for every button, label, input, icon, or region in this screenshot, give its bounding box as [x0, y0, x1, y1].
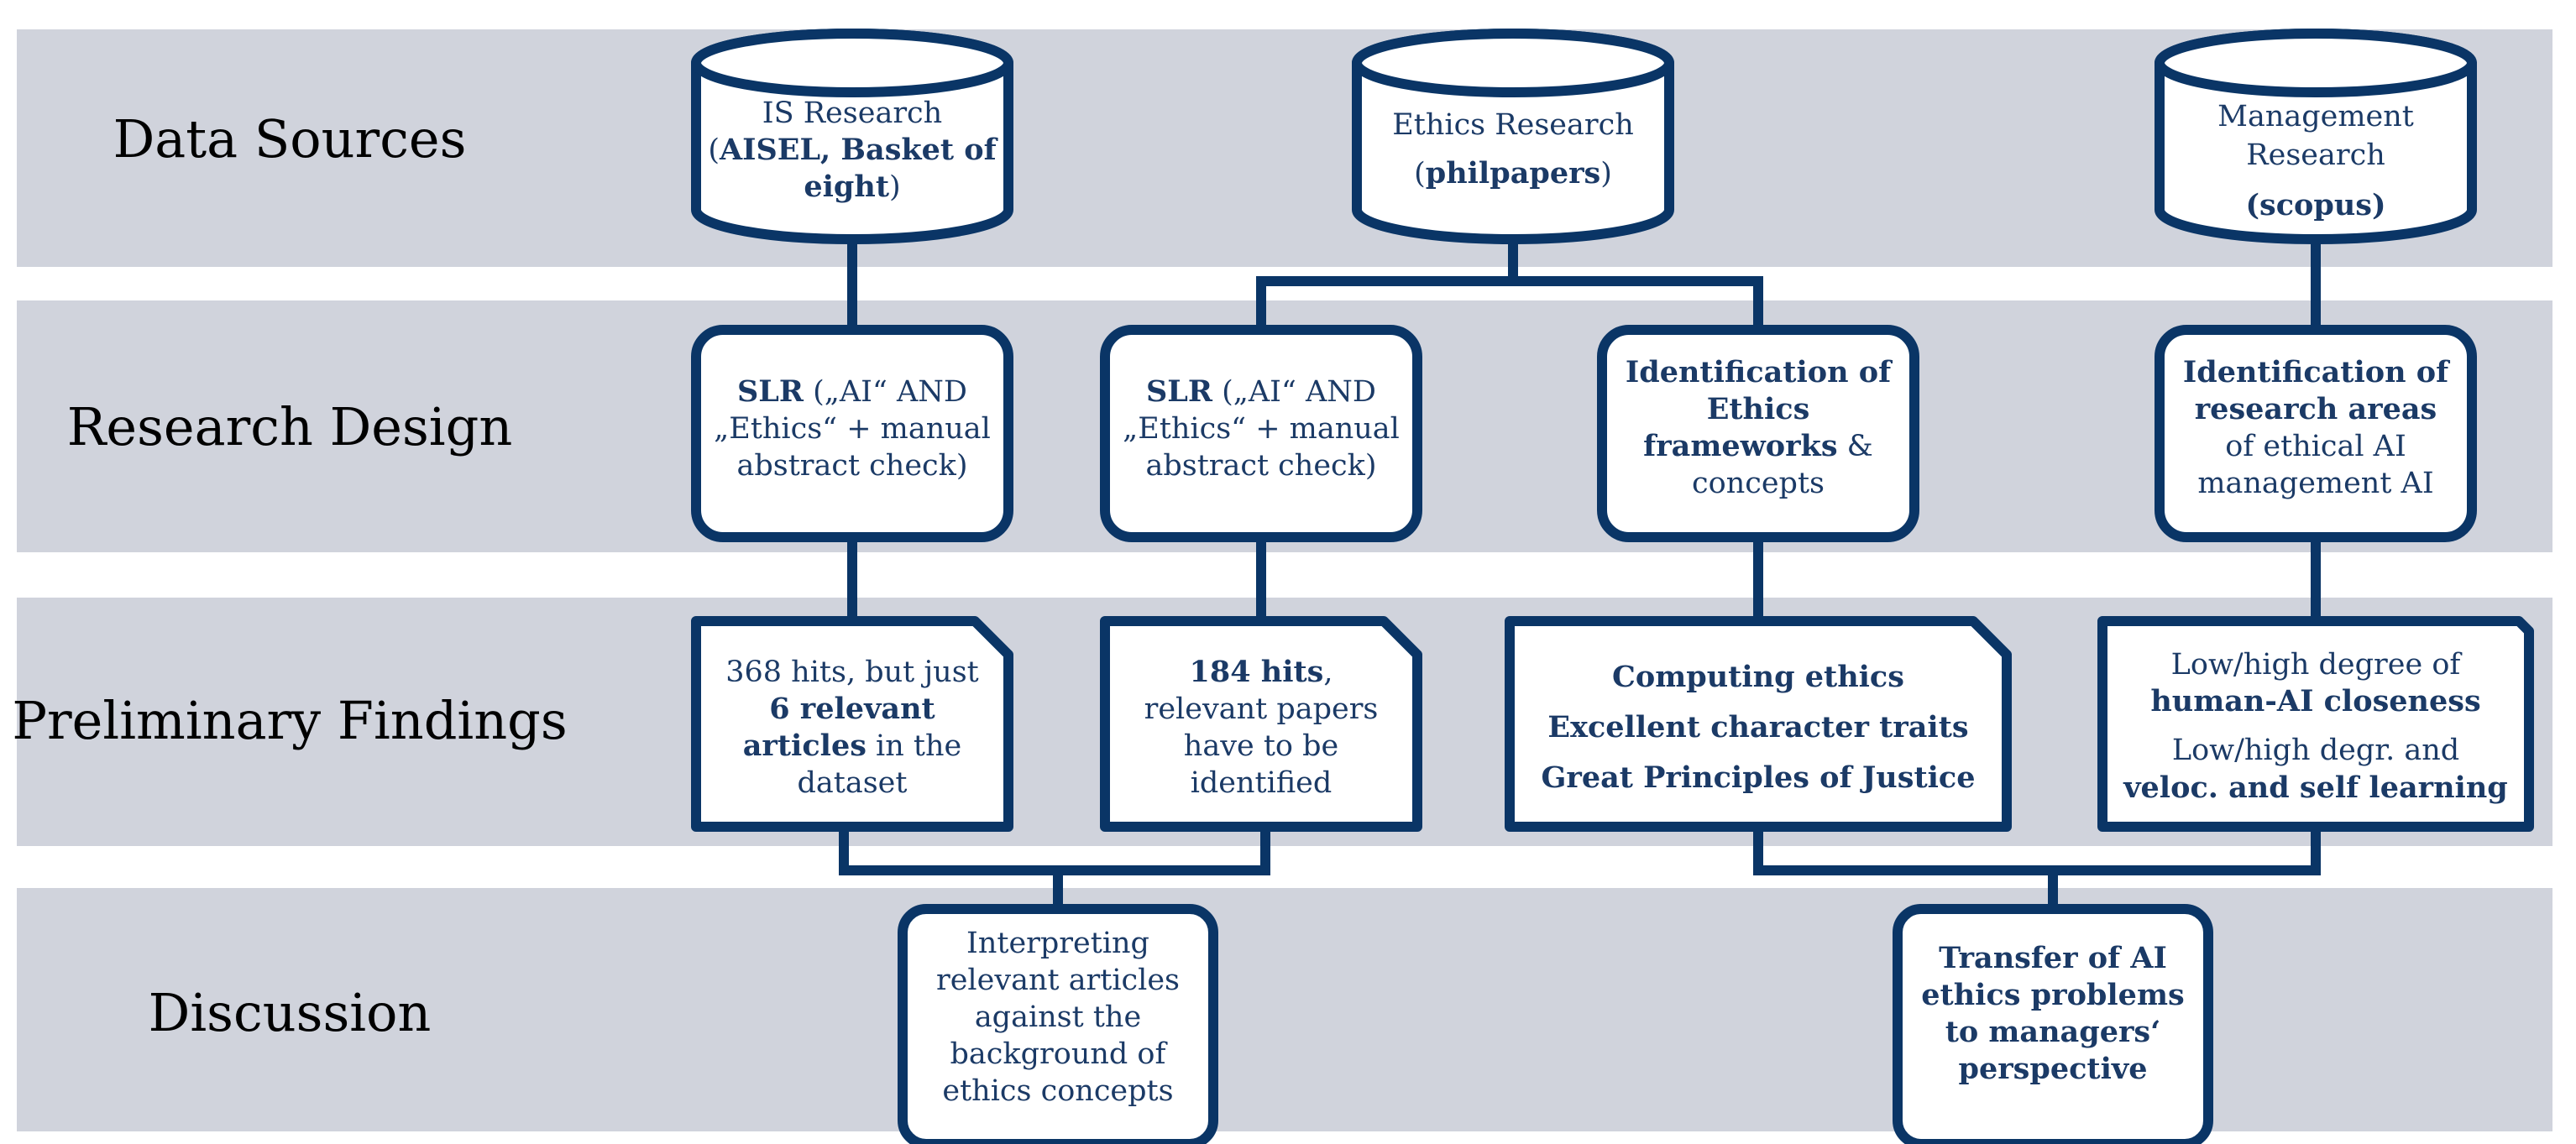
- discussion-transfer: Transfer of AI ethics problems to manage…: [1893, 904, 2213, 1144]
- database-icon-top: [691, 29, 1013, 97]
- band-data-sources: [17, 29, 2552, 267]
- human-ai-line-2: human-AI closeness: [2150, 684, 2480, 718]
- slr-ethics-line-2: „Ethics“ + manual: [1123, 412, 1400, 446]
- design-slr-is: SLR („AI“ AND „Ethics“ + manual abstract…: [691, 325, 1013, 542]
- interpreting-line-5: ethics concepts: [942, 1074, 1173, 1108]
- computing-ethics-line-2: Excellent character traits: [1547, 710, 1968, 744]
- finding-ethics-line-4: identified: [1191, 766, 1333, 800]
- interpreting-line-2: relevant articles: [936, 964, 1180, 997]
- document-icon: [2097, 616, 2534, 832]
- finding-human-ai: Low/high degree of human-AI closeness Lo…: [2097, 616, 2534, 832]
- slr-ethics-line-1: SLR („AI“ AND: [1146, 374, 1376, 409]
- computing-ethics-line-3: Great Principles of Justice: [1541, 760, 1975, 795]
- finding-computing-ethics: Computing ethics Excellent character tra…: [1505, 616, 2012, 832]
- document-icon: [1505, 616, 2012, 832]
- is-research-title: IS Research: [762, 97, 942, 130]
- row-label-data-sources: Data Sources: [113, 108, 467, 170]
- finding-is-line-2: 6 relevant: [769, 692, 935, 726]
- connectors: [839, 239, 2321, 909]
- areas-line-1: Identification of: [2183, 355, 2450, 389]
- interpreting-line-1: Interpreting: [966, 927, 1149, 960]
- finding-ethics-line-1: 184 hits,: [1190, 655, 1333, 689]
- document-icon: [691, 616, 1013, 832]
- finding-is-line-3: articles in the: [743, 729, 961, 763]
- discussion-box: [1893, 904, 2213, 1144]
- source-is-research: IS Research (AISEL, Basket of eight): [691, 29, 1013, 244]
- finding-is-line-4: dataset: [798, 766, 908, 800]
- computing-ethics-line-1: Computing ethics: [1612, 660, 1904, 694]
- row-label-discussion: Discussion: [149, 982, 432, 1043]
- areas-line-3: of ethical AI: [2225, 430, 2406, 463]
- connector-ethics-to-slr: [1256, 239, 1518, 330]
- source-management-research: Management Research (scopus): [2155, 29, 2477, 244]
- areas-line-4: management AI: [2197, 467, 2433, 500]
- finding-ethics-line-2: relevant papers: [1144, 692, 1379, 726]
- design-ethics-frameworks: Identification of Ethics frameworks & co…: [1597, 325, 1919, 542]
- interpreting-line-3: against the: [975, 1000, 1141, 1034]
- design-box: [2155, 325, 2477, 542]
- design-box: [1100, 325, 1422, 542]
- finding-is: 368 hits, but just 6 relevant articles i…: [691, 616, 1013, 832]
- discussion-interpreting: Interpreting relevant articles against t…: [898, 904, 1218, 1144]
- database-icon-top: [1352, 29, 1674, 97]
- is-research-sources: (AISEL, Basket of: [708, 133, 997, 167]
- ethics-research-title: Ethics Research: [1392, 108, 1634, 142]
- design-slr-ethics: SLR („AI“ AND „Ethics“ + manual abstract…: [1100, 325, 1422, 542]
- slr-ethics-line-3: abstract check): [1145, 449, 1376, 483]
- areas-line-2: research areas: [2195, 392, 2437, 426]
- slr-is-line-3: abstract check): [736, 449, 967, 483]
- management-research-source: (scopus): [2245, 188, 2385, 222]
- transfer-line-3: to managers‘: [1945, 1015, 2161, 1049]
- frameworks-line-3: frameworks &: [1643, 429, 1873, 463]
- frameworks-line-2: Ethics: [1707, 392, 1810, 426]
- row-label-preliminary-findings: Preliminary Findings: [12, 690, 567, 751]
- finding-ethics: 184 hits, relevant papers have to be ide…: [1100, 616, 1422, 832]
- management-research-title: Management: [2217, 100, 2414, 133]
- finding-is-line-1: 368 hits, but just: [725, 656, 979, 689]
- ethics-research-source: (philpapers): [1414, 156, 1612, 191]
- interpreting-line-4: background of: [950, 1037, 1169, 1071]
- source-ethics-research: Ethics Research (philpapers): [1352, 29, 1674, 244]
- database-icon-top: [2155, 29, 2477, 97]
- management-research-title-cont: Research: [2246, 138, 2385, 172]
- document-icon: [1100, 616, 1422, 832]
- connector-findings-merge-right: [1753, 827, 2321, 875]
- transfer-line-1: Transfer of AI: [1939, 941, 2167, 975]
- human-ai-line-3: Low/high degr. and: [2172, 734, 2459, 767]
- human-ai-line-1: Low/high degree of: [2171, 648, 2463, 682]
- frameworks-line-1: Identification of: [1626, 355, 1893, 389]
- design-research-areas: Identification of research areas of ethi…: [2155, 325, 2477, 542]
- design-box: [1597, 325, 1919, 542]
- is-research-sources-cont: eight): [804, 170, 900, 204]
- discussion-box: [898, 904, 1218, 1144]
- finding-ethics-line-3: have to be: [1184, 729, 1338, 763]
- transfer-line-4: perspective: [1958, 1052, 2147, 1086]
- slr-is-line-2: „Ethics“ + manual: [714, 412, 991, 446]
- row-label-research-design: Research Design: [67, 396, 513, 457]
- connector-ethics-to-frameworks: [1513, 276, 1763, 330]
- frameworks-line-4: concepts: [1692, 467, 1825, 500]
- human-ai-line-4: veloc. and self learning: [2123, 771, 2508, 805]
- transfer-line-2: ethics problems: [1921, 978, 2184, 1012]
- slr-is-line-1: SLR („AI“ AND: [737, 374, 967, 409]
- design-box: [691, 325, 1013, 542]
